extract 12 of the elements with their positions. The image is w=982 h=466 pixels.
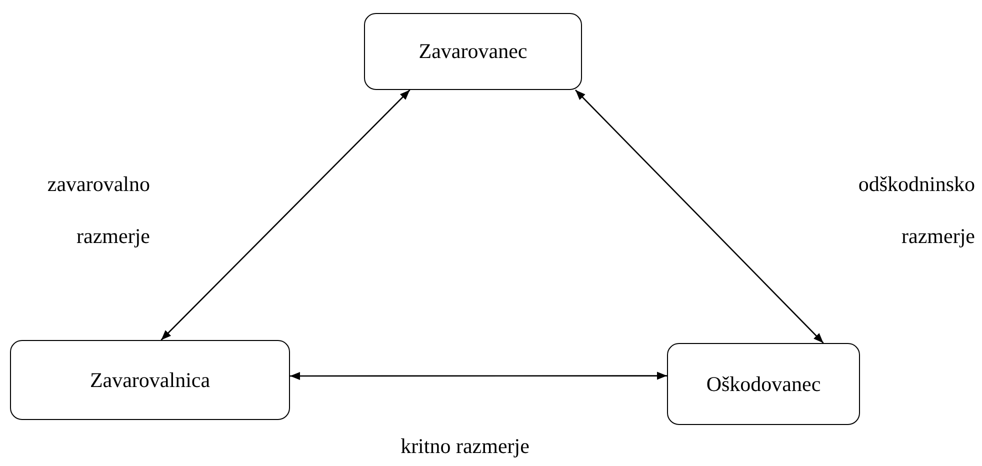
node-label: Zavarovalnica — [90, 368, 210, 392]
rounded-box — [364, 13, 582, 90]
double-arrow — [575, 90, 824, 344]
edge-label: odškodninsko razmerje — [857, 171, 975, 250]
node-label: Zavarovanec — [418, 39, 528, 64]
edge-label: zavarovalno razmerje — [46, 171, 150, 250]
double-arrow — [290, 372, 667, 380]
node-label: Oškodovanec — [706, 372, 821, 396]
double-arrow — [160, 90, 410, 340]
rounded-box — [667, 343, 860, 425]
edge-label: kritno razmerje — [400, 433, 530, 460]
rounded-box — [10, 340, 290, 420]
